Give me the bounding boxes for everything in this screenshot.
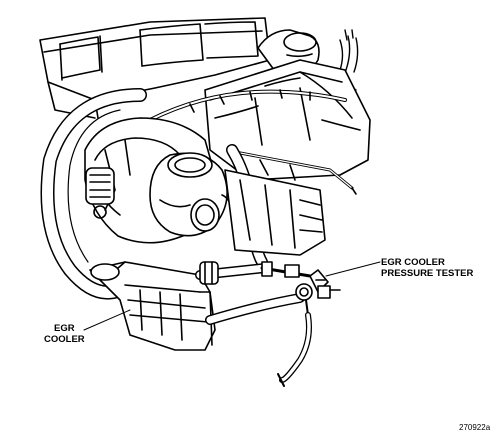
tester-label: EGR COOLER PRESSURE TESTER — [381, 257, 473, 279]
turbocharger — [84, 117, 228, 244]
egr-cooler-label-line1: EGR — [54, 323, 75, 334]
egr-cooler-label: EGR COOLER — [44, 323, 85, 345]
engine-block — [224, 169, 326, 256]
tester-label-line1: EGR COOLER — [381, 257, 445, 268]
figure-id: 270922a — [459, 423, 491, 432]
cooler-outlet-tube — [195, 261, 270, 285]
tester-label-line2: PRESSURE TESTER — [381, 268, 474, 279]
right-valve-cover — [204, 59, 371, 181]
lower-return-hose — [205, 293, 305, 325]
leader-lines — [83, 261, 381, 331]
egr-cooler — [89, 261, 216, 351]
egr-cooler-label-line2: COOLER — [44, 334, 85, 345]
pressure-tester — [260, 261, 341, 387]
dipstick-tube — [233, 150, 357, 195]
coolant-hose-loop — [40, 88, 147, 300]
cover-harness — [148, 89, 347, 122]
